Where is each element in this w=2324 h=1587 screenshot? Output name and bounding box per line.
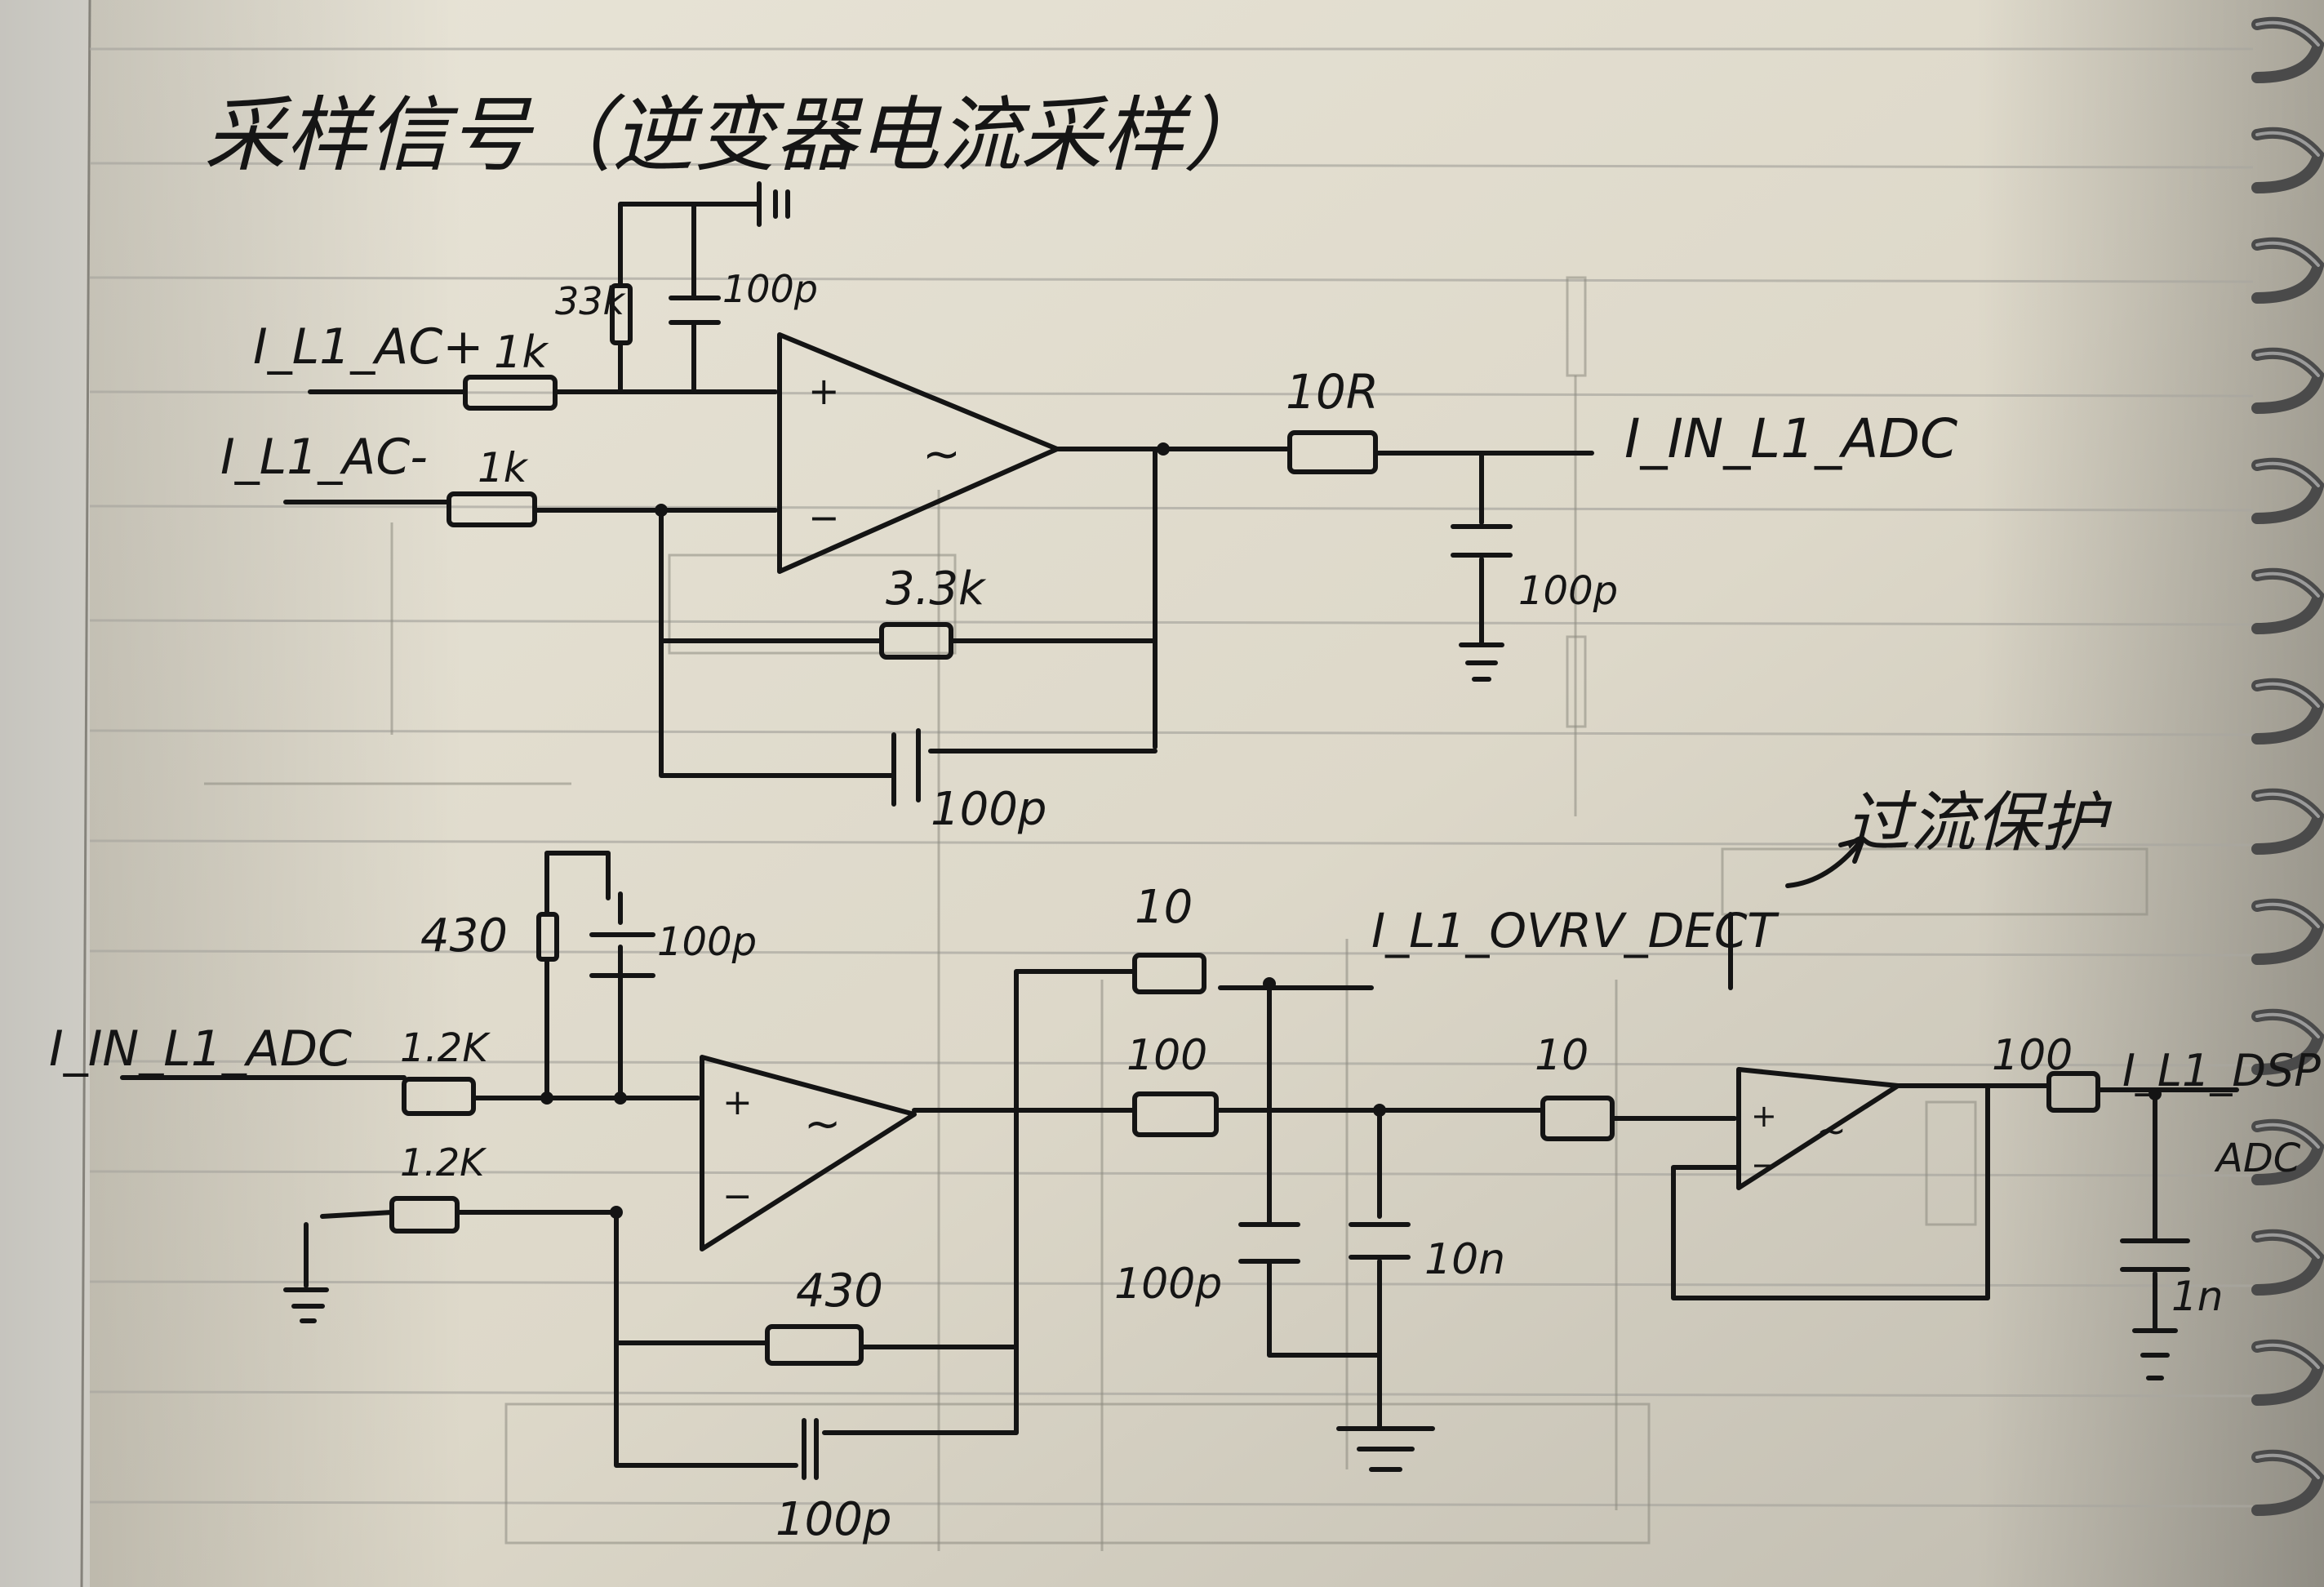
cap-feedback <box>891 728 921 807</box>
resistor-out-value: 10R <box>1286 364 1379 420</box>
resistor-lower-bias <box>536 912 559 962</box>
annotation-arrow <box>1785 837 1865 888</box>
resistor-in-neg <box>447 491 537 527</box>
opamp-upper-plus: + <box>808 369 840 413</box>
opamp-upper-symbol: ~ <box>922 428 961 481</box>
output-net-lower-line2: ADC <box>2214 1136 2301 1181</box>
cap-bias <box>669 296 721 325</box>
cap-bias-value: 100p <box>722 267 818 311</box>
annotation-overcurrent: 过流保护 <box>1845 785 2113 860</box>
opamp-buffer-minus: − <box>1751 1147 1777 1183</box>
resistor-lower-feedback-value: 430 <box>796 1265 883 1318</box>
ovr-net-label: I_L1_OVRV_DECT <box>1371 903 1780 958</box>
opamp-lower-symbol: ~ <box>804 1098 841 1149</box>
junction-lower-neg <box>610 1206 623 1219</box>
resistor-ovr-value: 10 <box>1135 881 1193 934</box>
cap-out-value: 100p <box>1518 568 1618 614</box>
opamp-lower <box>700 1055 917 1251</box>
cap-feedback-value: 100p <box>931 783 1046 836</box>
opamp-buffer-symbol: ~ <box>1816 1110 1846 1152</box>
resistor-bias-value: 33k <box>555 279 627 323</box>
binding-coils <box>2251 16 2324 1516</box>
opamp-upper <box>777 332 1060 574</box>
ruled-lines <box>89 47 2254 1508</box>
resistor-lower-feedback <box>765 1324 864 1366</box>
cap-lower-feedback-value: 100p <box>775 1493 891 1546</box>
input-label-ac-neg: I_L1_AC- <box>220 429 428 486</box>
resistor-in-pos-value: 1k <box>494 327 549 378</box>
input-label-ac-pos: I_L1_AC+ <box>253 318 484 376</box>
resistor-in-neg-value: 1k <box>478 444 529 491</box>
opamp-lower-minus: − <box>722 1176 753 1217</box>
junction-lower-bias <box>540 1091 553 1105</box>
junction-ovr <box>1263 977 1276 990</box>
resistor-lower-in-pos <box>402 1077 476 1116</box>
cap-ovr-value: 100p <box>1114 1260 1222 1309</box>
resistor-out <box>1287 430 1378 474</box>
resistor-out-lower-value: 100 <box>1992 1031 2073 1080</box>
resistor-in-pos <box>463 375 558 411</box>
junction-upper-neg <box>655 504 668 517</box>
out-cap-value: 1n <box>2171 1273 2224 1320</box>
resistor-out-lower <box>2046 1071 2100 1113</box>
opamp-upper-minus: − <box>808 496 840 540</box>
cap-lower-bias <box>589 932 655 978</box>
upper-circuit: I_L1_AC+ I_L1_AC- 1k 1k 33k 100p + − ~ 1… <box>220 181 1957 836</box>
cap-lower-bias-value: 100p <box>657 919 757 965</box>
opamp-buffer <box>1736 1067 1900 1190</box>
lower-circuit: I_IN_L1_ADC 1.2K 430 100p 1.2K + − ~ 430… <box>49 851 2321 1546</box>
resistor-lower-bias-value: 430 <box>420 909 508 962</box>
resistor-bias <box>610 283 633 345</box>
resistor-lower-in-neg-value: 1.2K <box>400 1140 487 1185</box>
resistor-feedback-value: 3.3k <box>886 562 987 616</box>
resistor-lower-in-pos-value: 1.2K <box>400 1025 491 1071</box>
resistor-buf-in-value: 10 <box>1535 1031 1589 1080</box>
resistor-mid-value: 100 <box>1126 1031 1207 1080</box>
lower-input-label: I_IN_L1_ADC <box>49 1020 352 1078</box>
cap-mid-value: 10n <box>1424 1235 1505 1284</box>
bleed-through-sketch <box>204 276 2148 1551</box>
resistor-feedback <box>879 622 953 660</box>
junction-lower-cap <box>614 1091 627 1105</box>
opamp-buffer-plus: + <box>1751 1098 1777 1134</box>
cap-lower-feedback <box>802 1418 819 1480</box>
resistor-buf-in <box>1540 1096 1615 1141</box>
resistor-ovr <box>1132 953 1206 994</box>
junction-upper-out <box>1157 442 1170 456</box>
page-title: 采样信号（逆变器电流采样） <box>204 87 1265 183</box>
resistor-mid <box>1132 1091 1219 1137</box>
output-net-label: I_IN_L1_ADC <box>1624 407 1957 470</box>
opamp-lower-plus: + <box>722 1082 753 1123</box>
resistor-lower-in-neg <box>389 1196 460 1234</box>
